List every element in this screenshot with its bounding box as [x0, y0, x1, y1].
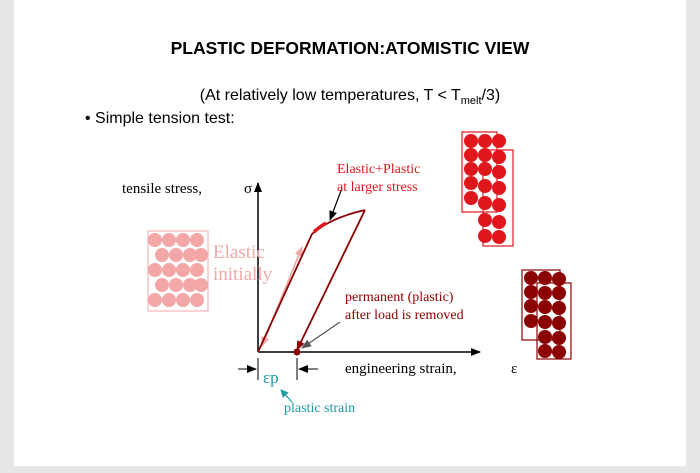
subtitle: (At relatively low temperatures, T < Tme…: [0, 87, 700, 107]
permanent-label-1: permanent (plastic): [345, 290, 454, 305]
bullet-point: • Simple tension test:: [85, 110, 235, 128]
unloading-line: [296, 209, 366, 351]
permanent-atom-block: [521, 269, 572, 360]
permanent-pointer: [301, 321, 341, 349]
slide-background: [14, 0, 686, 466]
slide-title: PLASTIC DEFORMATION:ATOMISTIC VIEW: [170, 38, 530, 58]
ep-symbol: εp: [263, 368, 279, 387]
elastic-label-2: initially: [213, 264, 273, 285]
elastic-label-1: Elastic: [213, 242, 265, 263]
bullet-marker: •: [85, 110, 96, 127]
elastic-atom-block: [147, 230, 209, 312]
elastic-plastic-pointer: [329, 187, 343, 221]
sigma-symbol: σ: [244, 181, 253, 197]
subtitle-subscript: melt: [460, 95, 482, 107]
epsilon-symbol: ε: [511, 361, 518, 377]
plastic-atom-block: [461, 131, 514, 247]
bullet-text: Simple tension test:: [95, 110, 235, 127]
subtitle-prefix: (At relatively low temperatures, T < T: [199, 87, 461, 104]
plastic-strain-label: plastic strain: [284, 401, 356, 416]
plastic-strain-pointer: [280, 389, 293, 403]
subtitle-suffix: /3): [481, 87, 501, 104]
permanent-strain-point: [293, 348, 301, 356]
permanent-label-2: after load is removed: [345, 308, 464, 323]
strain-label: engineering strain,: [345, 361, 457, 377]
plastic-segment: [312, 221, 327, 234]
elastic-plastic-label-2: at larger stress: [337, 180, 418, 195]
loading-curve: [257, 209, 366, 353]
stress-label: tensile stress,: [122, 181, 202, 197]
elastic-plastic-label-1: Elastic+Plastic: [337, 162, 421, 177]
